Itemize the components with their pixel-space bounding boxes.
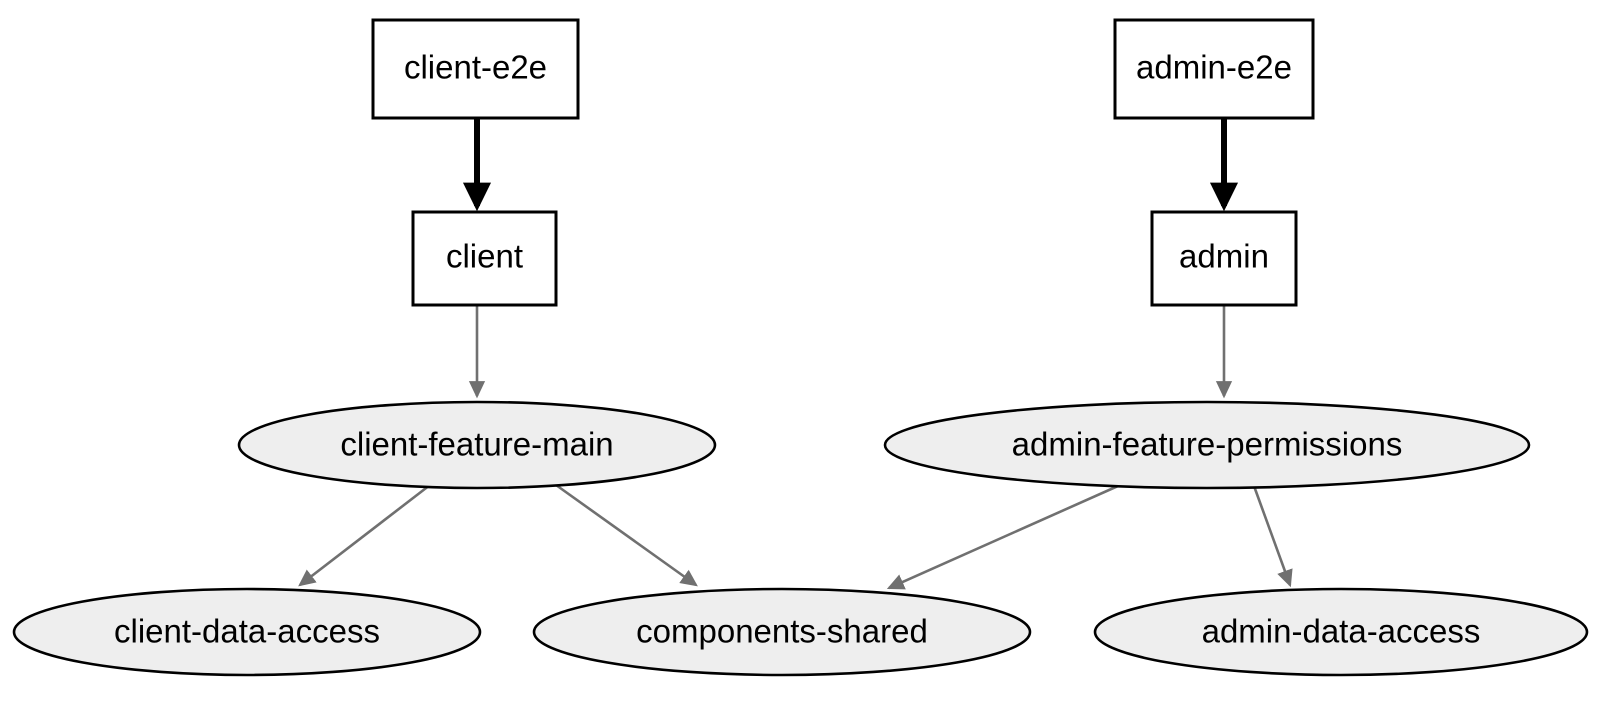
node-components-shared[interactable]: components-shared [532,587,1032,677]
node-admin-data-access[interactable]: admin-data-access [1093,587,1589,677]
node-shape-rect[interactable] [1113,18,1315,120]
node-client-feature-main[interactable]: client-feature-main [237,400,717,490]
node-shape-ellipse[interactable] [883,400,1531,490]
edge-admin-feature-permissions-to-admin-data-access [1252,485,1293,588]
node-client-e2e[interactable]: client-e2e [371,18,580,120]
node-label-admin-data-access: admin-data-access [1202,613,1481,650]
edge-layer [298,118,1293,590]
node-shape-ellipse[interactable] [532,587,1032,677]
node-shape-rect[interactable] [411,210,558,307]
node-shape-ellipse[interactable] [12,587,482,677]
node-shape-rect[interactable] [1150,210,1298,307]
edge-client-feature-main-to-client-data-access [298,483,431,587]
node-admin[interactable]: admin [1150,210,1298,307]
node-label-client-data-access: client-data-access [114,613,380,650]
node-label-client: client [446,238,523,275]
library-node-layer: client-feature-main admin-feature-permis… [12,400,1589,677]
edge-client-feature-main-to-components-shared [555,483,698,587]
node-label-admin: admin [1179,238,1269,275]
node-admin-feature-permissions[interactable]: admin-feature-permissions [883,400,1531,490]
node-shape-ellipse[interactable] [237,400,717,490]
node-shape-rect[interactable] [371,18,580,120]
node-label-client-e2e: client-e2e [404,49,547,86]
node-label-admin-e2e: admin-e2e [1136,49,1292,86]
node-label-admin-feature-permissions: admin-feature-permissions [1012,426,1403,463]
node-admin-e2e[interactable]: admin-e2e [1113,18,1315,120]
node-label-client-feature-main: client-feature-main [340,426,613,463]
node-client-data-access[interactable]: client-data-access [12,587,482,677]
node-client[interactable]: client [411,210,558,307]
node-label-components-shared: components-shared [636,613,928,650]
node-shape-ellipse[interactable] [1093,587,1589,677]
app-node-layer: client-e2e client admin-e2e admin [371,18,1315,307]
edge-admin-feature-permissions-to-components-shared [886,484,1119,590]
